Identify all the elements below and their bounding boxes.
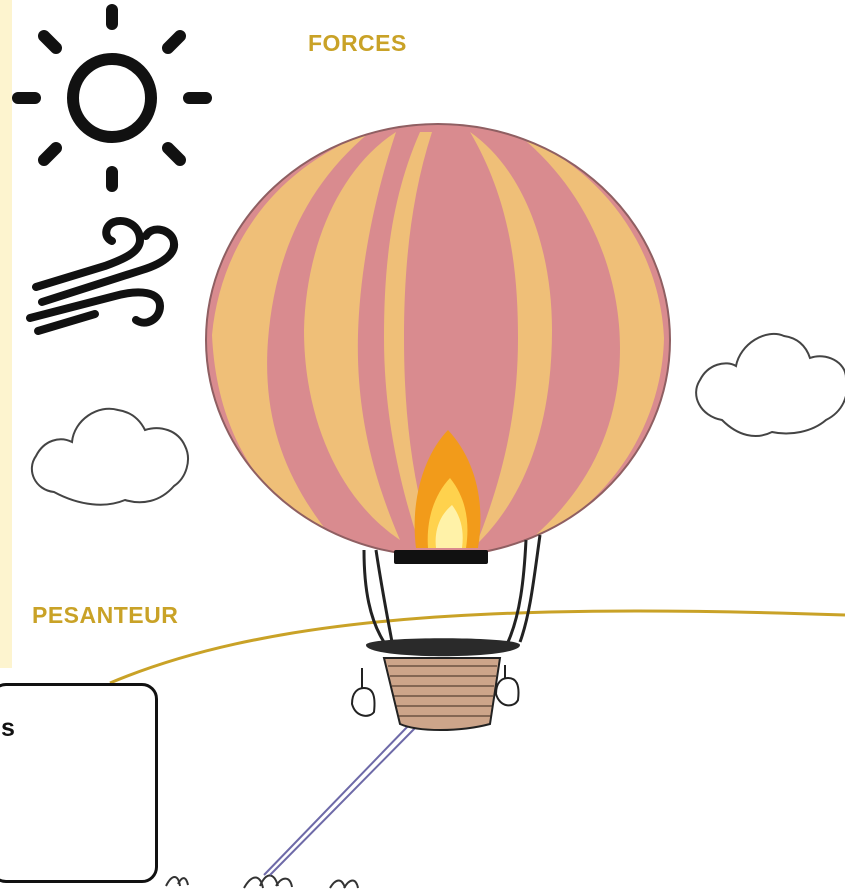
basket (366, 638, 520, 730)
burner-base (394, 550, 488, 564)
answer-box-text: s (1, 714, 15, 743)
wind-icon (30, 221, 174, 331)
tether-rope (264, 724, 419, 875)
page-title: FORCES (308, 30, 407, 57)
grass-tufts (166, 876, 358, 889)
cloud-icon (32, 409, 188, 505)
cloud-icon-right (696, 334, 845, 436)
answer-box[interactable]: s (0, 683, 158, 883)
gravity-label: PESANTEUR (32, 602, 178, 629)
sun-icon (18, 10, 206, 186)
